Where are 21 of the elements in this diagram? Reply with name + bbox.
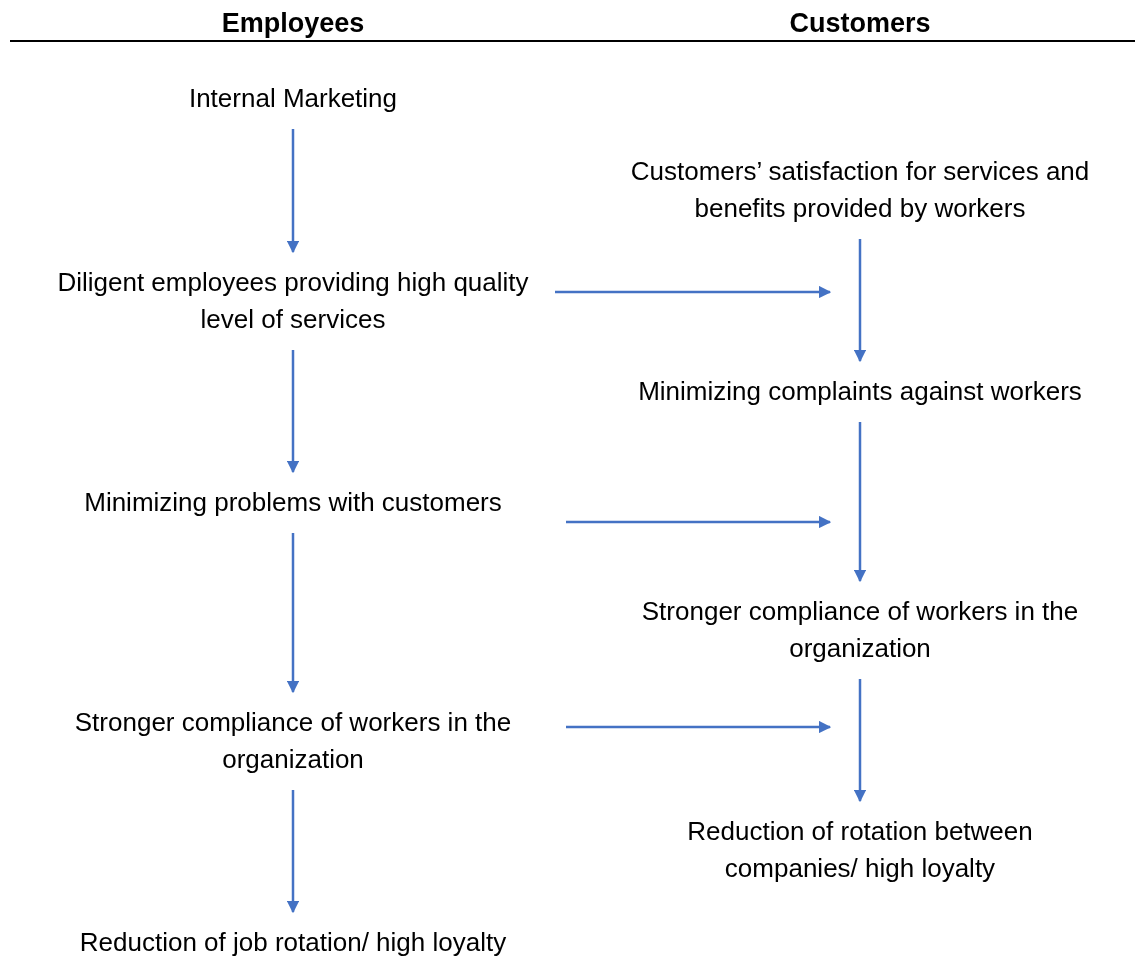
- step-text: Minimizing complaints against workers: [637, 375, 1083, 408]
- arrow: [566, 720, 832, 734]
- arrow: [566, 515, 832, 529]
- step-text: Stronger compliance of workers in the organization: [73, 706, 513, 776]
- step-text: Reduction of rotation between companies/ high loyalty: [686, 815, 1034, 885]
- arrow: [286, 790, 300, 914]
- arrow: [286, 350, 300, 474]
- arrow: [853, 239, 867, 363]
- step-text: Minimizing problems with customers: [83, 486, 503, 519]
- step-text: Diligent employees providing high quality level of services: [56, 266, 530, 336]
- step-text: Reduction of job rotation/ high loyalty: [78, 926, 508, 959]
- column-heading: Customers: [789, 8, 931, 38]
- step-text: Internal Marketing: [187, 82, 399, 115]
- arrow: [853, 422, 867, 583]
- step-text: Stronger compliance of workers in the organization: [640, 595, 1080, 665]
- arrow: [286, 129, 300, 254]
- column-heading: Employees: [221, 8, 365, 38]
- step-text: Customers’ satisfaction for services and benefits provided by workers: [629, 155, 1091, 225]
- arrow: [286, 533, 300, 694]
- arrow: [555, 285, 832, 299]
- arrow: [853, 679, 867, 803]
